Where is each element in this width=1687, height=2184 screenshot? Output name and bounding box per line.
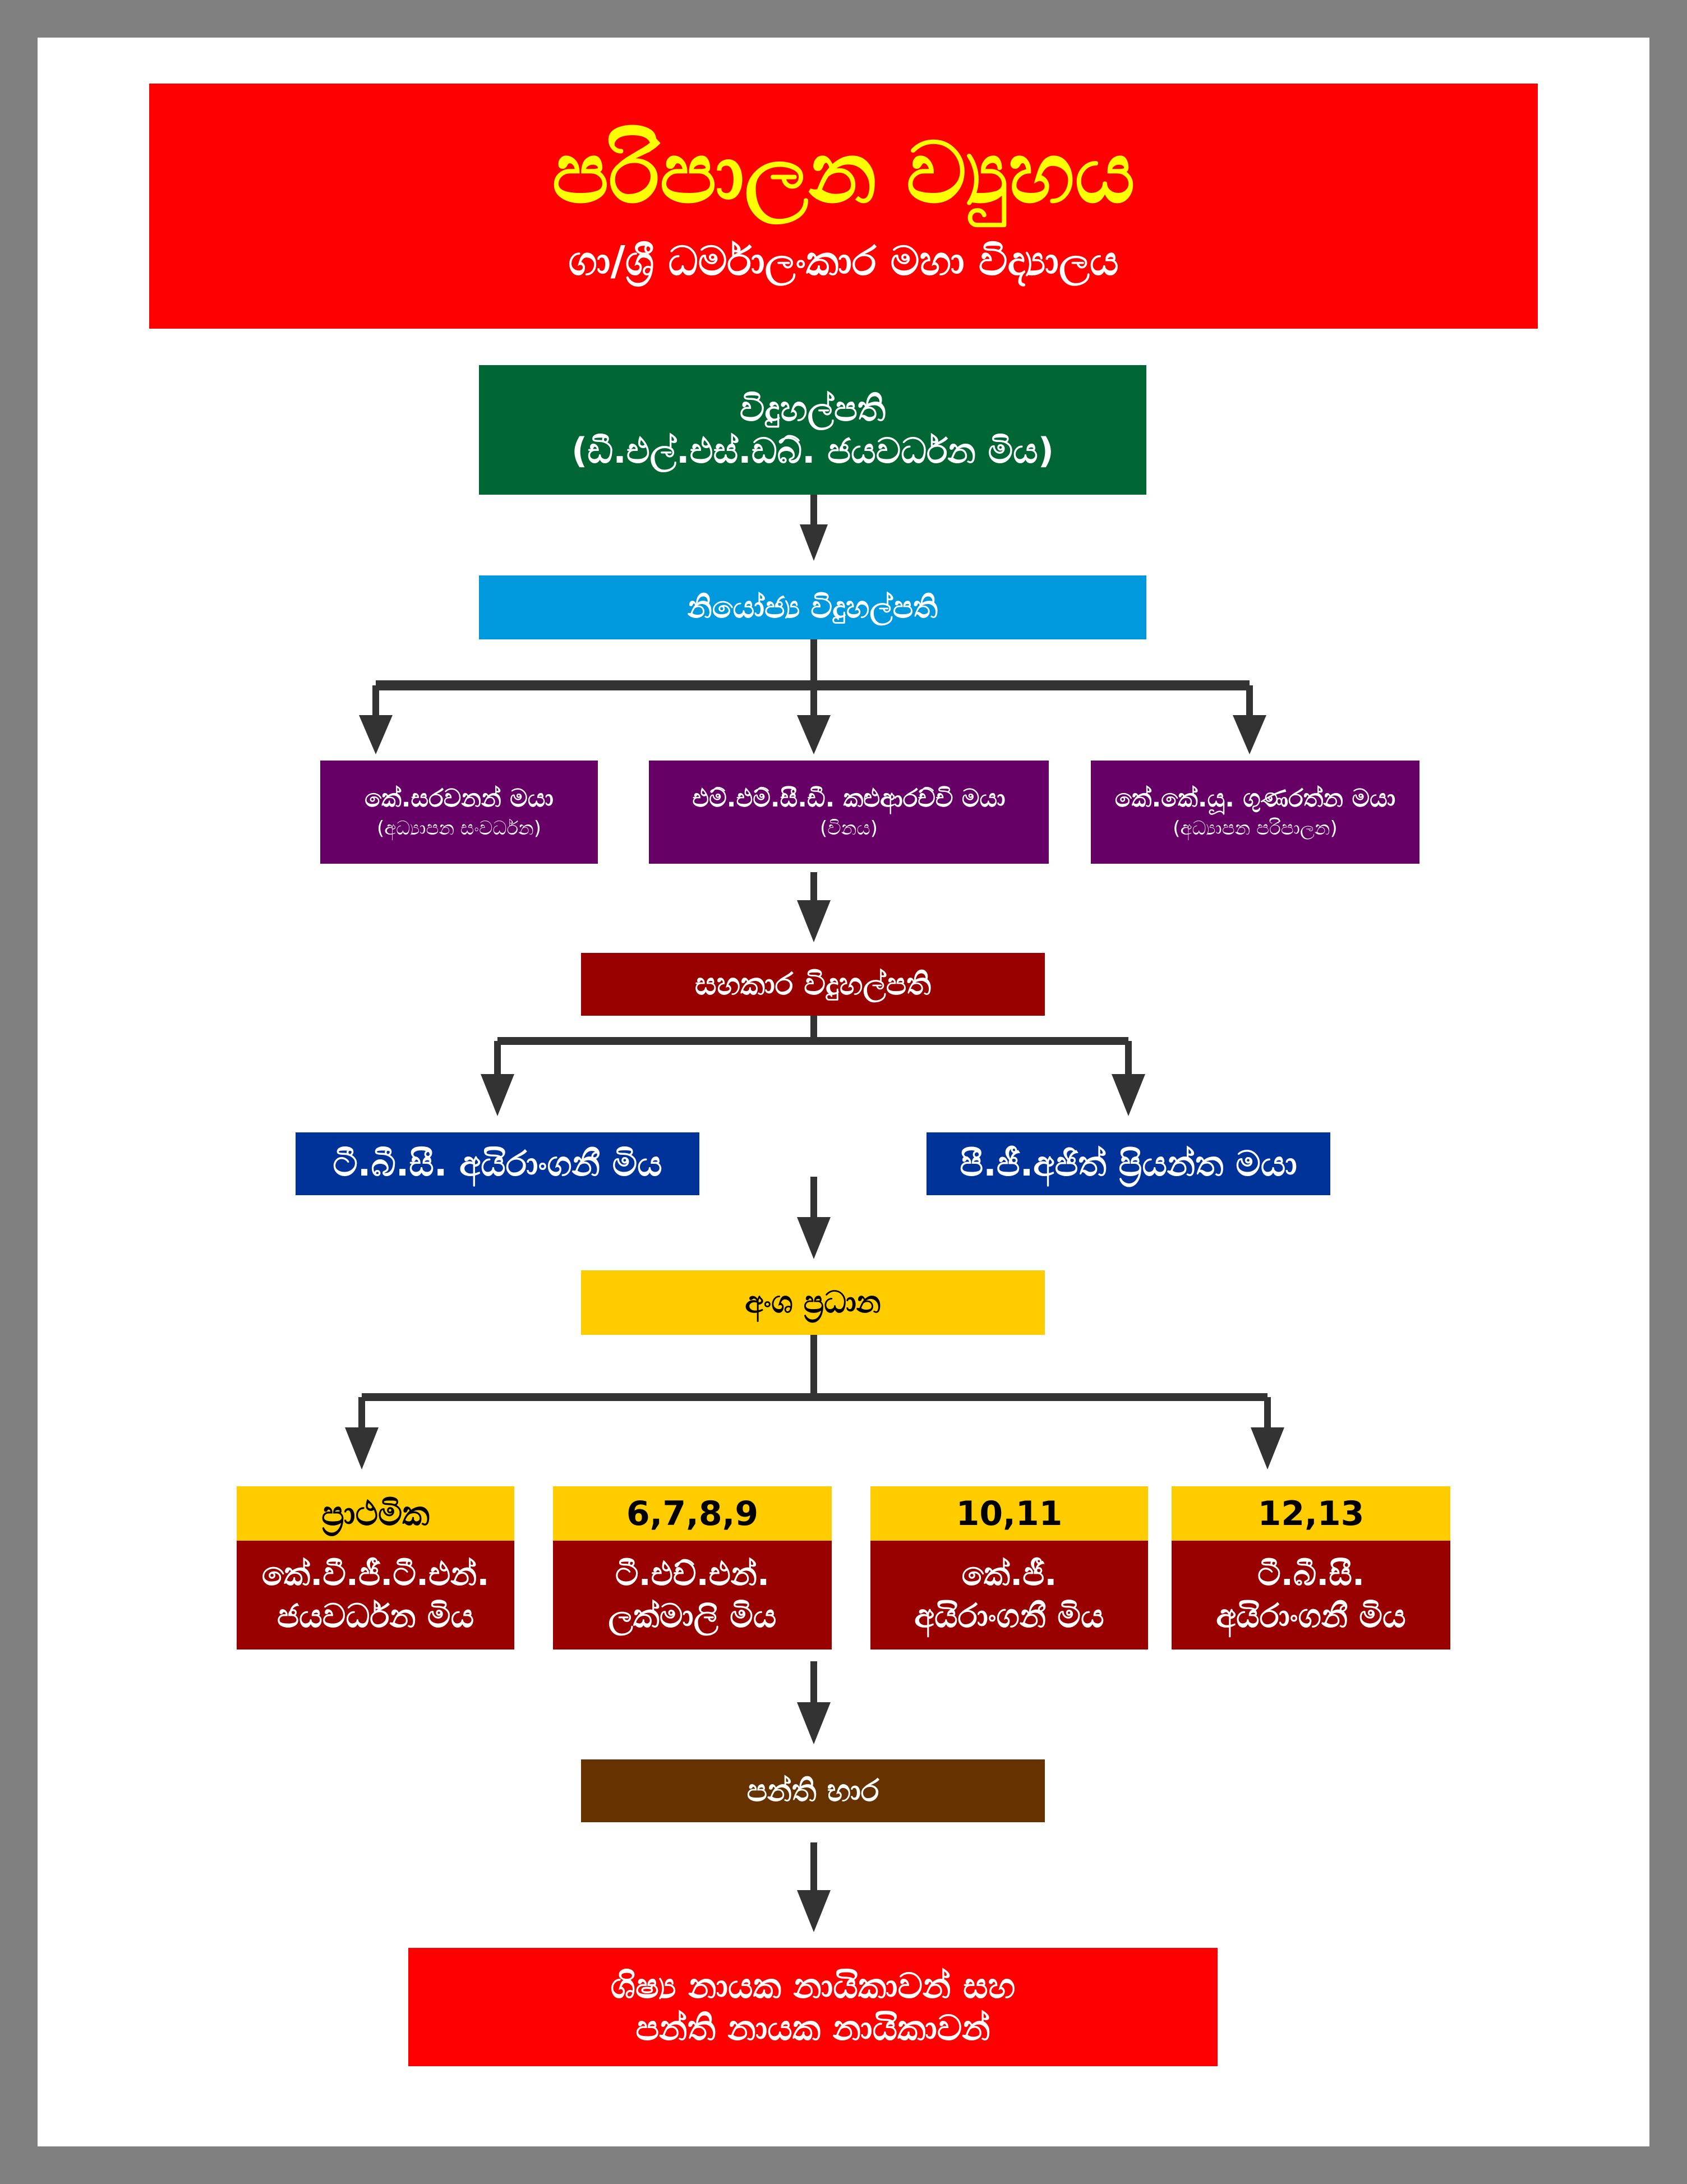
section-head-line1: කේ.වී.ජී.ටී.එන්. xyxy=(261,1554,490,1593)
principal-role: විදුහල්පති xyxy=(739,388,886,430)
deputy-member-area: (අධ්‍යාපන සංවර්ධන) xyxy=(376,817,542,840)
assistant-member-box: පී.ජී.අජිත් ප්‍රියන්ත මයා xyxy=(927,1132,1330,1195)
deputy-principal-role: නියෝජ්‍ය විදුහල්පති xyxy=(687,589,938,625)
chart-title: පරිපාලන ව්‍යුහය xyxy=(552,124,1135,222)
section-head-line2: අයිරාංගනී මිය xyxy=(1216,1597,1406,1635)
school-name: ගා/ශ්‍රී ධර්මාලංකාර මහා විද්‍යාලය xyxy=(568,237,1119,284)
deputy-member-box: කේ.සරවනන් මයා (අධ්‍යාපන සංවර්ධන) xyxy=(320,761,598,864)
section-head-line1: කේ.ජී. xyxy=(961,1554,1057,1593)
section-head-line1: ටී.බී.සී. xyxy=(1257,1554,1365,1593)
section-grade: ප්‍රාථමික xyxy=(237,1486,514,1541)
section-grade: 6,7,8,9 xyxy=(553,1486,832,1541)
deputy-member-box: එම්.එම්.සී.ඩී. කළුආරච්චි මයා (විනය) xyxy=(649,761,1049,864)
header-banner: පරිපාලන ව්‍යුහය ගා/ශ්‍රී ධර්මාලංකාර මහා … xyxy=(149,84,1538,329)
section-head-line2: ලක්මාලි මිය xyxy=(608,1597,777,1635)
principal-name: (ඩී.එල්.එස්.ඩබ්. ජයවර්ධන මිය) xyxy=(571,430,1054,471)
section-heads-role: අංශ ප්‍රධාන xyxy=(745,1284,881,1320)
assistant-member-box: ටී.බී.සී. අයිරාංගනී මිය xyxy=(296,1132,699,1195)
prefects-line2: පන්ති නායක නායිකාවන් xyxy=(635,2007,990,2048)
section-head-name: ටී.බී.සී. අයිරාංගනී මිය xyxy=(1172,1541,1450,1649)
section-head-line2: ජයවර්ධන මිය xyxy=(276,1597,474,1635)
page-background xyxy=(38,38,1649,2146)
deputy-member-area: (විනය) xyxy=(819,817,878,840)
section-head-name: ටී.එච්.එන්. ලක්මාලි මිය xyxy=(553,1541,832,1649)
class-teachers-box: පන්ති භාර xyxy=(581,1759,1045,1822)
deputy-member-name: කේ.සරවනන් මයා xyxy=(365,784,554,813)
prefects-box: ශිෂ්‍ය නායක නායිකාවන් සහ පන්ති නායක නායි… xyxy=(408,1948,1218,2066)
deputy-member-name: එම්.එම්.සී.ඩී. කළුආරච්චි මයා xyxy=(692,784,1006,813)
deputy-member-box: කේ.කේ.යූ. ගුණරත්න මයා (අධ්‍යාපන පරිපාලන) xyxy=(1091,761,1419,864)
section-head-line2: අයිරාංගනී මිය xyxy=(914,1597,1104,1635)
assistant-member-name: ටී.බී.සී. අයිරාංගනී මිය xyxy=(333,1142,662,1184)
section-grade: 10,11 xyxy=(870,1486,1148,1541)
section-head-name: කේ.ජී. අයිරාංගනී මිය xyxy=(870,1541,1148,1649)
deputy-member-name: කේ.කේ.යූ. ගුණරත්න මයා xyxy=(1114,784,1396,813)
assistant-member-name: පී.ජී.අජිත් ප්‍රියන්ත මයා xyxy=(960,1142,1297,1184)
prefects-line1: ශිෂ්‍ය නායක නායිකාවන් සහ xyxy=(610,1965,1016,2007)
section-heads-box: අංශ ප්‍රධාන xyxy=(581,1270,1045,1335)
assistant-principal-box: සහකාර විදුහල්පති xyxy=(581,953,1045,1016)
deputy-principal-box: නියෝජ්‍ය විදුහල්පති xyxy=(479,575,1146,639)
class-teachers-role: පන්ති භාර xyxy=(746,1772,879,1808)
section-head-name: කේ.වී.ජී.ටී.එන්. ජයවර්ධන මිය xyxy=(237,1541,514,1649)
principal-box: විදුහල්පති (ඩී.එල්.එස්.ඩබ්. ජයවර්ධන මිය) xyxy=(479,365,1146,495)
section-head-line1: ටී.එච්.එන්. xyxy=(615,1554,770,1593)
assistant-principal-role: සහකාර විදුහල්පති xyxy=(694,966,932,1002)
section-grade: 12,13 xyxy=(1172,1486,1450,1541)
deputy-member-area: (අධ්‍යාපන පරිපාලන) xyxy=(1173,817,1338,840)
